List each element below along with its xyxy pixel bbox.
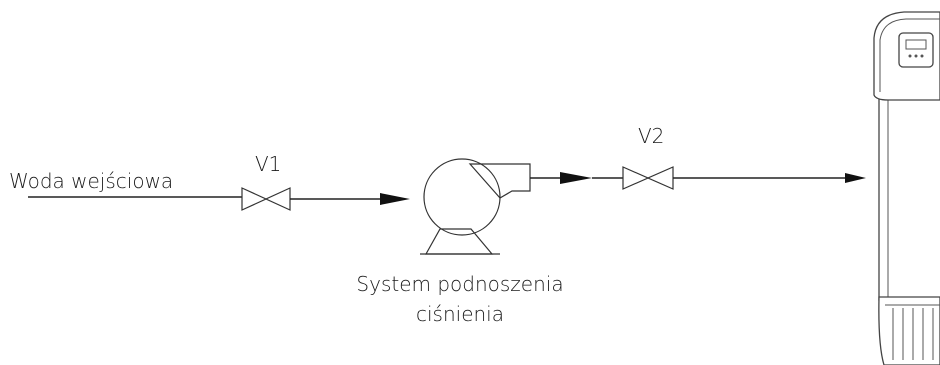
- flow-arrow-icon: [560, 172, 592, 184]
- pump-icon: [420, 158, 531, 255]
- flow-arrow-icon: [380, 193, 410, 205]
- flow-arrow-icon: [845, 173, 866, 183]
- pump-label: System podnoszenia ciśnienia: [356, 272, 564, 326]
- inlet-water-label: Woda wejściowa: [9, 169, 174, 193]
- valve-v2-label: V2: [638, 124, 665, 148]
- water-treatment-unit-icon: [873, 11, 940, 365]
- valve-v2-icon: [622, 166, 674, 190]
- valve-v1-icon: [241, 187, 291, 211]
- valve-v1-label: V1: [255, 152, 282, 176]
